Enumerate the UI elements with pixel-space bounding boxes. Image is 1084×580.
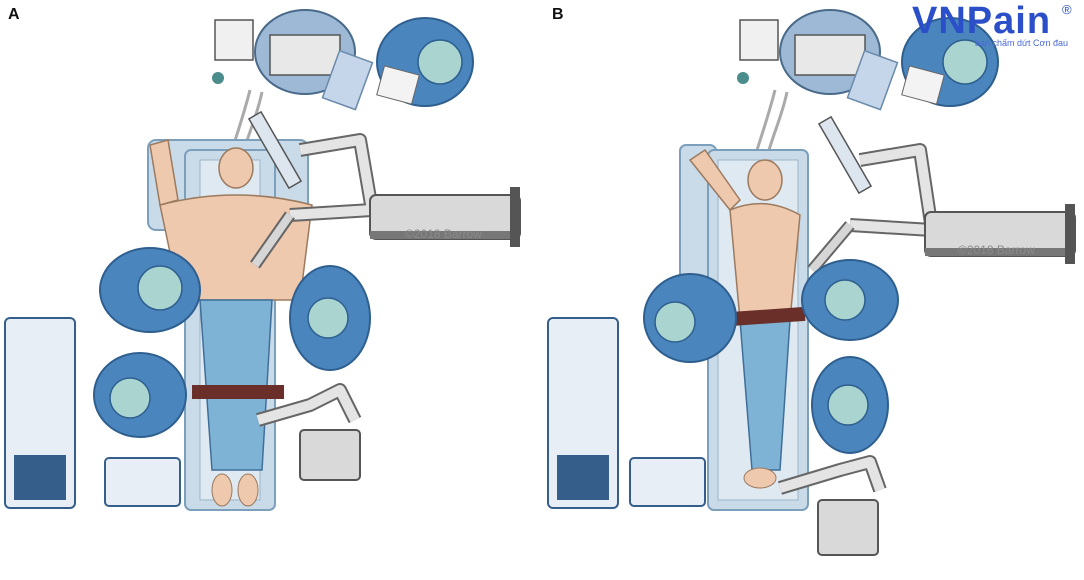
watermark-logo: VNPain: [912, 0, 1052, 42]
anesthesiologist-a: [376, 17, 474, 107]
instrument-tray-a-1: [4, 317, 76, 509]
anesthesiologist-b: [901, 17, 999, 107]
monitor-arm-b: [807, 115, 939, 274]
surgeon-b-1: [643, 273, 737, 363]
surgeon-console-b: [777, 455, 887, 556]
surgeon-b-2: [801, 259, 899, 341]
instrument-tray-a-2: [104, 457, 181, 507]
panel-a: ©2018 Barrow: [4, 9, 521, 511]
copyright-a: ©2018 Barrow: [405, 227, 482, 241]
panel-label-b: B: [552, 6, 564, 23]
surgeon-console-a: [256, 383, 362, 481]
watermark-tagline: ban chấm dứt Cơn đau: [975, 38, 1068, 48]
patient-b: [688, 148, 806, 489]
surgeon-a-3: [289, 265, 371, 371]
instrument-tray-b-2: [629, 457, 706, 507]
watermark-registered: ®: [1062, 2, 1072, 17]
surgeon-b-3: [811, 356, 889, 454]
copyright-b: ©2018 Barrow: [958, 243, 1035, 257]
surgeon-a-1: [99, 247, 201, 333]
panel-label-a: A: [8, 6, 20, 23]
monitor-arm-a: [247, 110, 379, 269]
robot-cart-b: ©2018 Barrow: [924, 203, 1076, 265]
anesthesia-machine-b: [737, 9, 899, 151]
instrument-tray-b-1: [547, 317, 619, 509]
panel-b: ©2018 Barrow: [547, 9, 1076, 556]
patient-a: [149, 139, 313, 507]
surgeon-a-2: [93, 352, 187, 438]
robot-cart-a: ©2018 Barrow: [369, 186, 521, 248]
anesthesia-machine-a: [212, 9, 374, 151]
